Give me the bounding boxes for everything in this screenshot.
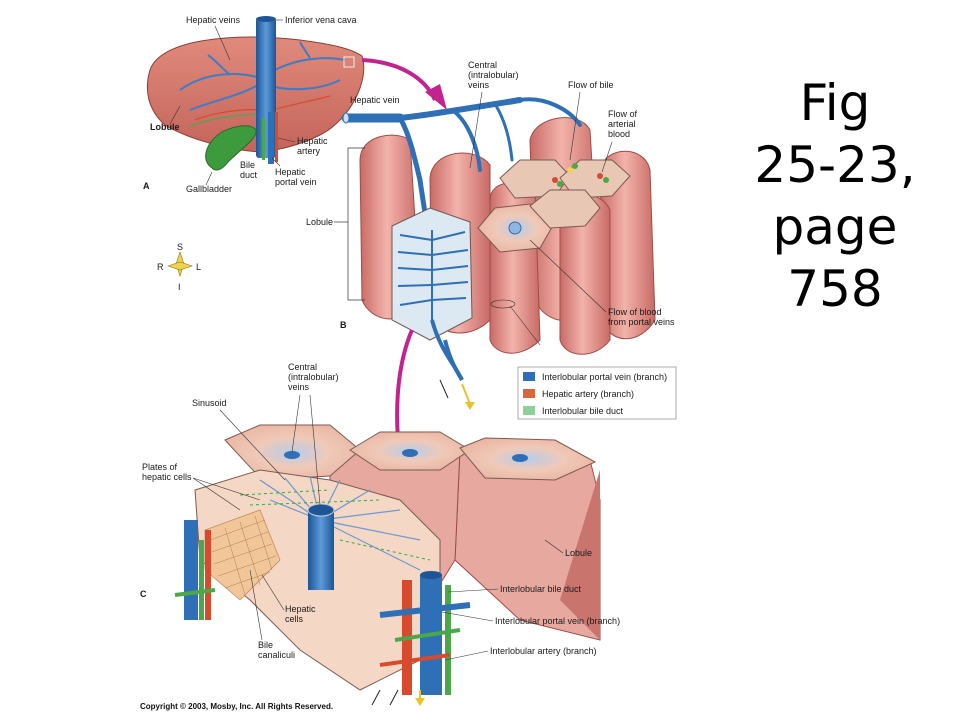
compass-l: L <box>196 262 201 272</box>
right-triad-vessels <box>379 571 471 695</box>
legend-swatch-bile-duct <box>523 406 535 415</box>
title-line-2: 25-23, <box>754 136 916 194</box>
label-flow-blood-portal: Flow of blood from portal veins <box>608 307 675 327</box>
label-interlobular-bile-duct: Interlobular bile duct <box>500 584 582 594</box>
legend-label-portal-vein: Interlobular portal vein (branch) <box>542 372 667 382</box>
panel-a-liver: Hepatic veins Inferior vena cava Lobule … <box>143 15 365 194</box>
copyright-notice: Copyright © 2003, Mosby, Inc. All Rights… <box>140 702 334 711</box>
label-lobule-b: Lobule <box>306 217 333 227</box>
legend-swatch-hepatic-artery <box>523 389 535 398</box>
label-sinusoid: Sinusoid <box>192 398 227 408</box>
label-central-veins-c: Central (intralobular) veins <box>288 362 341 392</box>
label-hepatic-veins: Hepatic veins <box>186 15 241 25</box>
panel-c-lobule-detail: Central (intralobular) veins Sinusoid Pl… <box>140 362 620 706</box>
label-interlobular-artery: Interlobular artery (branch) <box>490 646 597 656</box>
orientation-compass: S I R L <box>157 242 201 292</box>
slide-title: Fig 25-23, page 758 <box>745 72 925 320</box>
compass-r: R <box>157 262 164 272</box>
zoom-arrow-a-to-b <box>361 58 437 101</box>
panel-label-b: B <box>340 320 347 330</box>
title-line-4: 758 <box>787 260 883 318</box>
label-flow-of-bile: Flow of bile <box>568 80 614 90</box>
panel-b-lobules: Central (intralobular) veins Hepatic vei… <box>306 60 675 410</box>
label-hepatic-vein-b: Hepatic vein <box>350 95 400 105</box>
label-lobule-c: Lobule <box>565 548 592 558</box>
legend-label-hepatic-artery: Hepatic artery (branch) <box>542 389 634 399</box>
lobule-marker <box>343 56 355 68</box>
label-plates: Plates of hepatic cells <box>142 462 192 482</box>
gallbladder <box>205 125 257 171</box>
sinusoid-lines <box>397 230 469 320</box>
central-vein-c <box>308 510 334 590</box>
compass-i: I <box>178 282 181 292</box>
left-triad-vessels <box>174 520 216 620</box>
label-central-veins-b: Central (intralobular) veins <box>468 60 521 90</box>
panel-label-c: C <box>140 589 147 599</box>
label-inferior-vena-cava: Inferior vena cava <box>285 15 357 25</box>
legend-swatch-portal-vein <box>523 372 535 381</box>
title-line-3: page <box>772 198 898 256</box>
label-lobule-a: Lobule <box>150 122 180 132</box>
label-gallbladder: Gallbladder <box>186 184 232 194</box>
lobule-outflow <box>430 319 464 382</box>
label-bile-canaliculi: Bile canaliculi <box>258 640 295 660</box>
triad-markers <box>552 163 609 187</box>
compass-s: S <box>177 242 183 252</box>
label-flow-arterial: Flow of arterial blood <box>608 109 640 139</box>
title-line-1: Fig <box>799 74 871 132</box>
legend-label-bile-duct: Interlobular bile duct <box>542 406 624 416</box>
label-hepatic-cells: Hepatic cells <box>285 604 318 624</box>
label-interlobular-portal-vein: Interlobular portal vein (branch) <box>495 616 620 626</box>
panel-label-a: A <box>143 181 150 191</box>
vessel-legend: Interlobular portal vein (branch) Hepati… <box>517 366 677 420</box>
